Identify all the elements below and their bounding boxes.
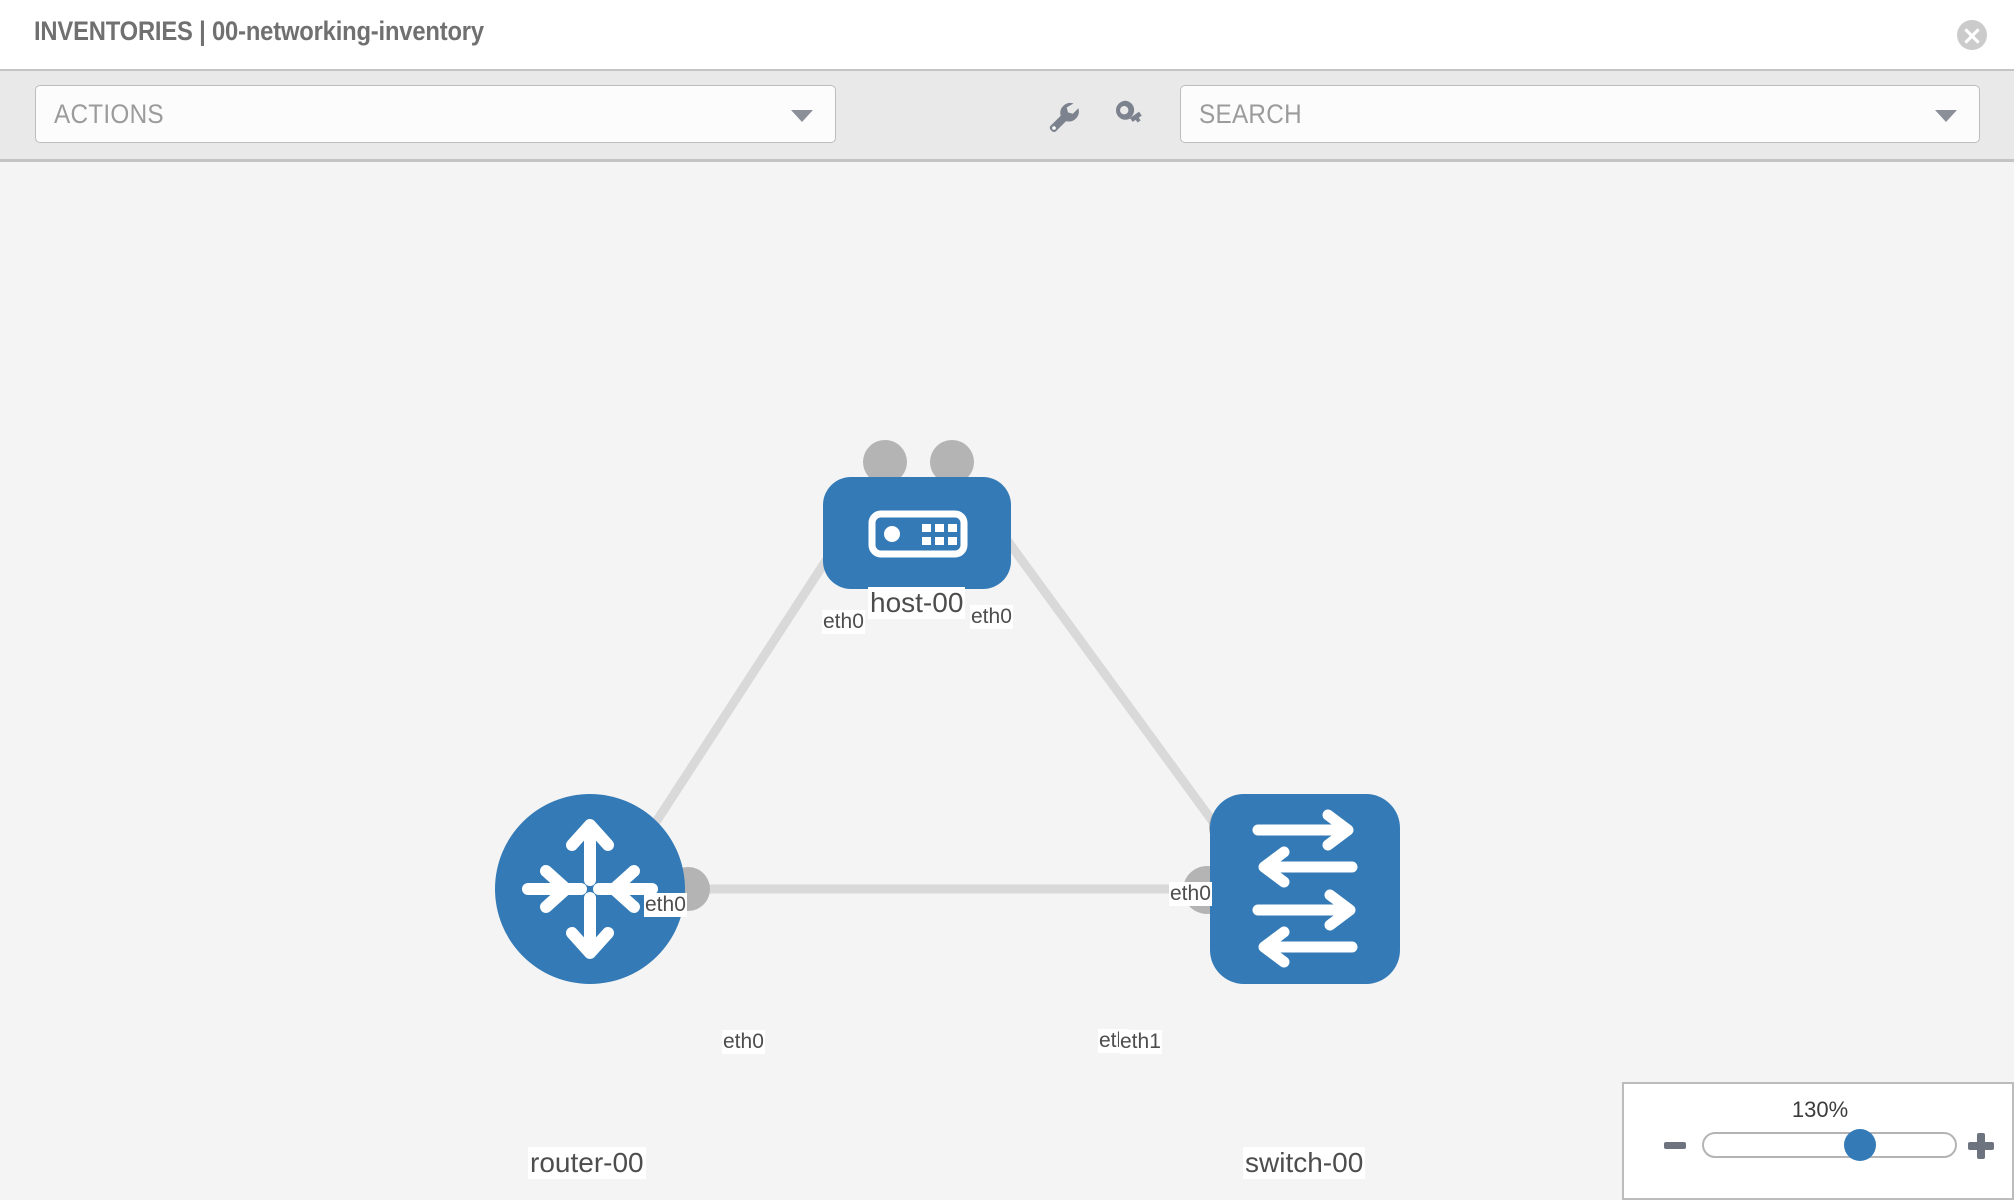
node-switch-00 bbox=[1210, 794, 1400, 984]
iface-label-router00-eth0: eth0 bbox=[722, 1030, 765, 1055]
node-router-00 bbox=[495, 794, 685, 984]
actions-dropdown-label: ACTIONS bbox=[54, 99, 164, 129]
wrench-icon[interactable] bbox=[1043, 97, 1081, 135]
page-header: INVENTORIES | 00-networking-inventory bbox=[0, 0, 2014, 69]
topology-graph bbox=[495, 440, 1400, 984]
page-title: INVENTORIES | 00-networking-inventory bbox=[34, 16, 484, 46]
zoom-slider-thumb[interactable] bbox=[1843, 1129, 1876, 1161]
zoom-level-value: 130% bbox=[1791, 1097, 1849, 1122]
port-host00-eth0-left bbox=[863, 440, 907, 484]
iface-label-host00-eth0-right: eth0 bbox=[970, 605, 1013, 630]
node-label-router-00: router-00 bbox=[528, 1147, 646, 1180]
iface-label-switch00-uplink-eth0: eth0 bbox=[1169, 882, 1212, 907]
router-arrows-icon bbox=[522, 819, 658, 959]
port-host00-eth0-right bbox=[930, 440, 974, 484]
iface-label-router00-uplink-eth0: eth0 bbox=[644, 893, 687, 918]
node-label-host-00: host-00 bbox=[868, 587, 966, 620]
chevron-down-icon bbox=[1935, 110, 1957, 122]
node-label-switch-00: switch-00 bbox=[1243, 1147, 1366, 1180]
zoom-out-button[interactable] bbox=[1664, 1142, 1686, 1149]
chevron-down-icon bbox=[791, 110, 813, 122]
close-icon[interactable] bbox=[1957, 20, 1987, 50]
search-placeholder: SEARCH bbox=[1199, 99, 1302, 129]
zoom-in-button[interactable] bbox=[1968, 1133, 1994, 1159]
search-input[interactable]: SEARCH bbox=[1180, 85, 1980, 143]
zoom-slider-track[interactable] bbox=[1702, 1129, 1957, 1161]
iface-label-switch00-eth1: eth1 bbox=[1119, 1030, 1162, 1055]
server-icon bbox=[868, 510, 968, 558]
iface-label-host00-eth0-left: eth0 bbox=[822, 610, 865, 635]
node-host-00 bbox=[823, 477, 1011, 589]
key-icon[interactable] bbox=[1110, 97, 1148, 135]
actions-dropdown[interactable]: ACTIONS bbox=[35, 85, 836, 143]
toolbar: ACTIONS SEARCH bbox=[0, 69, 2014, 162]
switch-arrows-icon bbox=[1252, 809, 1358, 968]
topology-canvas[interactable]: host-00 router-00 switch-00 eth0 eth0 et… bbox=[0, 162, 2014, 1200]
zoom-control-panel: 130% bbox=[1622, 1082, 2014, 1200]
